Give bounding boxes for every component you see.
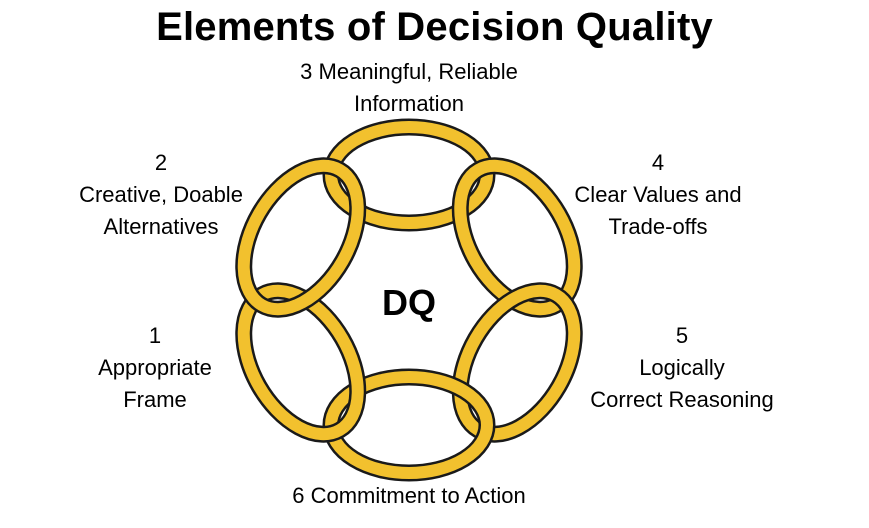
element-6-number: 6 <box>292 483 305 508</box>
element-5-text-line-1: Logically <box>639 355 725 380</box>
element-3-number: 3 <box>300 59 313 84</box>
element-3-label: 3 Meaningful, Reliable Information <box>259 56 559 120</box>
element-5-text-line-2: Correct Reasoning <box>590 387 774 412</box>
element-4-label: 4 Clear Values and Trade-offs <box>543 147 773 243</box>
element-6-label: 6 Commitment to Action <box>259 480 559 512</box>
element-1-text-line-1: Appropriate <box>98 355 212 380</box>
element-2-text-line-2: Alternatives <box>103 214 219 239</box>
element-1-number: 1 <box>148 323 162 348</box>
element-2-text-line-1: Creative, Doable <box>79 182 243 207</box>
element-6-text: Commitment to Action <box>310 483 526 508</box>
element-4-text-line-2: Trade-offs <box>608 214 708 239</box>
element-5-number: 5 <box>675 323 689 348</box>
element-1-label: 1 Appropriate Frame <box>55 320 255 416</box>
element-3-text-line-2: Information <box>353 91 465 116</box>
element-5-label: 5 Logically Correct Reasoning <box>557 320 807 416</box>
element-2-label: 2 Creative, Doable Alternatives <box>46 147 276 243</box>
element-4-number: 4 <box>651 150 665 175</box>
element-2-number: 2 <box>154 150 168 175</box>
element-4-text-line-1: Clear Values and <box>574 182 742 207</box>
element-3-text-line-1: Meaningful, Reliable <box>318 59 518 84</box>
element-1-text-line-2: Frame <box>123 387 187 412</box>
center-label-dq: DQ <box>382 282 436 323</box>
diagram-title: Elements of Decision Quality <box>156 5 713 49</box>
chain-link-6 <box>235 157 367 318</box>
